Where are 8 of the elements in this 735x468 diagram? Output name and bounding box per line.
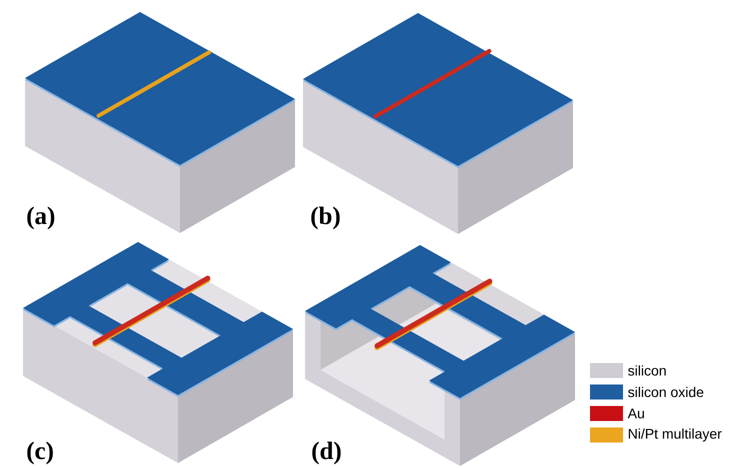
panel-label: (a) (27, 206, 54, 230)
legend-label: Ni/Pt multilayer (628, 428, 722, 442)
panel-label: (d) (312, 442, 341, 464)
panel-label: (b) (311, 206, 340, 230)
legend-label: silicon (628, 365, 666, 376)
legend-label: Au (628, 408, 644, 418)
panel-label: (c) (27, 442, 53, 464)
legend-label: silicon oxide (628, 386, 704, 398)
